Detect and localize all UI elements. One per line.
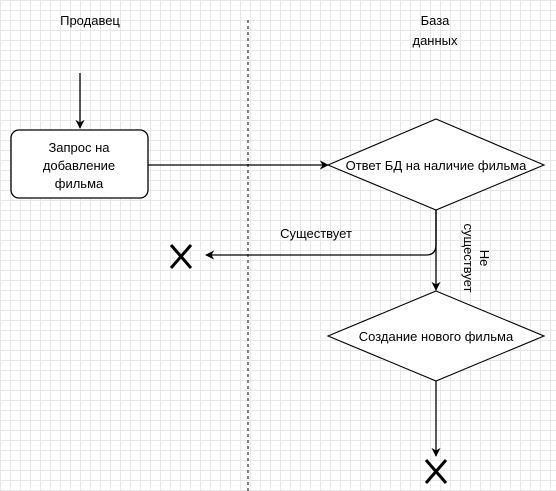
not-exists-label-line1: Не	[477, 250, 492, 267]
end-cross-icon-created	[424, 459, 448, 484]
create-film-label: Создание нового фильма	[359, 329, 514, 344]
lane-title-database-line2: данных	[412, 33, 458, 48]
request-box-label-line3: фильма	[55, 176, 104, 191]
request-box	[10, 129, 149, 199]
request-box-label-line2: добавление	[43, 158, 115, 173]
not-exists-label-line2: существует	[461, 224, 476, 293]
db-check-label: Ответ БД на наличие фильма	[346, 158, 528, 173]
request-box-label-line1: Запрос на	[48, 140, 110, 155]
end-cross-icon-exists	[169, 244, 193, 269]
exists-label: Существует	[280, 226, 352, 241]
lane-title-seller: Продавец	[60, 13, 120, 28]
lane-title-database-line1: База	[421, 13, 451, 28]
